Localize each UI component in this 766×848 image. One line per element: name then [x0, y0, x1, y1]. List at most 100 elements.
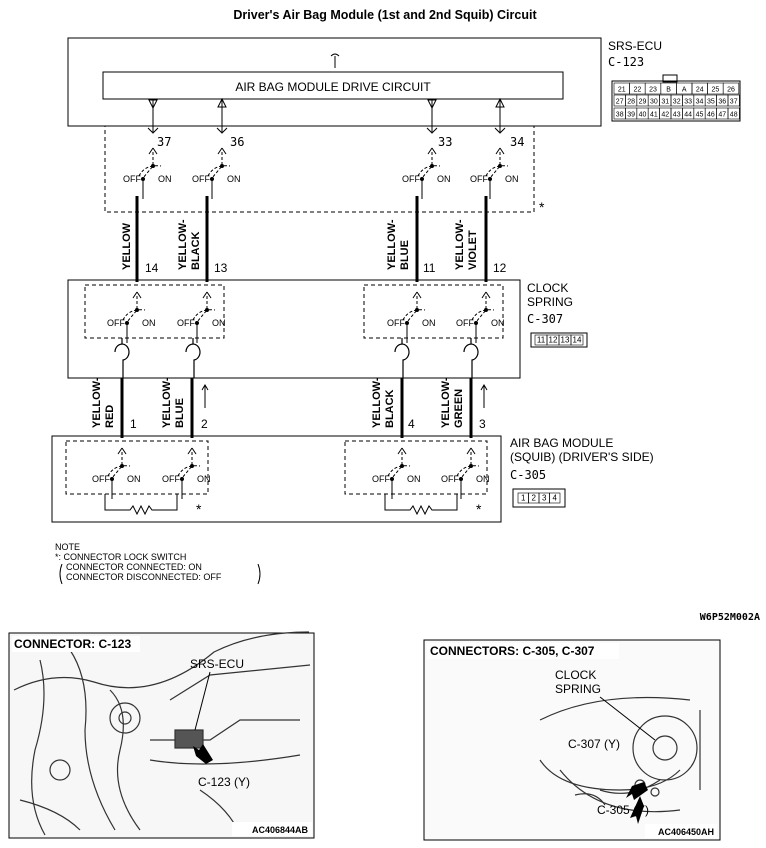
drive-circuit-box: [102, 71, 564, 100]
switch-off-label: OFF: [107, 318, 125, 328]
c123-r2-pin-label: 27: [616, 99, 624, 106]
clock-spring-connector: C-307: [527, 312, 563, 326]
c123-r3-pin-label: 45: [696, 112, 704, 119]
wire-label-yellow-black-4b: BLACK: [384, 389, 396, 428]
cs-left-switch-2: OFF ON: [177, 291, 226, 343]
switch-on-label: ON: [127, 474, 141, 484]
wire-label-yellow-black-4a: YELLOW-: [371, 377, 383, 428]
c307-pin-label: 12: [549, 336, 558, 345]
photo-left-title: CONNECTOR: C-123: [14, 637, 131, 651]
c123-r1-pin-label: 21: [618, 87, 626, 94]
c305-pin-label: 2: [532, 494, 537, 503]
wire-label-yellow-violet-12a: YELLOW-: [454, 219, 466, 270]
clock-terminal-11: 11: [423, 261, 436, 275]
lock-mark: *: [539, 199, 545, 215]
photo-right-c307: C-307 (Y): [568, 737, 620, 751]
clock-spring-name-1: CLOCK: [527, 281, 568, 295]
ecu-terminal-33: 33: [438, 135, 452, 149]
switch-on-label: ON: [407, 474, 421, 484]
c123-r2-pin-label: 35: [707, 99, 715, 106]
c123-r3-pin-label: 41: [650, 112, 658, 119]
airbag-name-2: (SQUIB) (DRIVER'S SIDE): [510, 450, 654, 464]
clock-terminal-13: 13: [214, 261, 228, 275]
switch-on-label: ON: [491, 318, 505, 328]
srs-ecu-box: [67, 37, 602, 127]
airbag-connector: C-305: [510, 468, 546, 482]
c123-r2-pin-label: 33: [684, 99, 692, 106]
switch-on-label: ON: [142, 318, 156, 328]
wire-label-yellow-blue-11a: YELLOW-: [386, 219, 398, 270]
switch-off-label: OFF: [387, 318, 405, 328]
switch-on-label: ON: [437, 174, 451, 184]
c123-r3-pin-label: 43: [673, 112, 681, 119]
switch-on-label: ON: [212, 318, 226, 328]
ecu-terminal-37: 37: [157, 135, 171, 149]
airbag-dashed-right: [344, 440, 488, 495]
switch-off-label: OFF: [123, 174, 141, 184]
c123-r2-pin-label: 28: [627, 99, 635, 106]
switch-off-label: OFF: [402, 174, 420, 184]
photo-right: CONNECTORS: C-305, C-307 CLOCK SPRING C-…: [423, 639, 721, 841]
c123-r3-pin-label: 40: [639, 112, 647, 119]
ecu-terminal-34: 34: [510, 135, 524, 149]
wire-label-yellow-red-1b: RED: [104, 405, 116, 428]
wire-label-yellow-red-1a: YELLOW-: [91, 377, 103, 428]
c305-pin-label: 3: [542, 494, 547, 503]
switch-on-label: ON: [505, 174, 519, 184]
photo-right-code: AC406450AH: [658, 827, 714, 837]
c123-r2-pin-37: [727, 94, 740, 107]
airbag-terminal-1: 1: [130, 417, 137, 431]
ecu-name: SRS-ECU: [608, 39, 662, 53]
ab-right-switch-1: OFF ON: [372, 447, 421, 499]
c123-r1-pin-label: B: [666, 87, 671, 94]
clock-spring-name-2: SPRING: [527, 295, 573, 309]
c307-pin-14: [570, 334, 584, 346]
wire-label-yellow-blue-11b: BLUE: [399, 240, 411, 270]
c123-r2-pin-label: 29: [639, 99, 647, 106]
switch-off-label: OFF: [177, 318, 195, 328]
photo-right-cs1: CLOCK: [555, 668, 596, 682]
photo-left-conn-label: C-123 (Y): [198, 775, 250, 789]
wire-label-yellow-green-3b: GREEN: [453, 389, 465, 428]
ab-left-switch-1: OFF ON: [92, 447, 141, 499]
photo-right-title: CONNECTORS: C-305, C-307: [430, 644, 595, 658]
ecu-right-switch-1: OFF ON: [402, 147, 451, 199]
cs-left-switch-1: OFF ON: [107, 291, 156, 343]
switch-off-label: OFF: [441, 474, 459, 484]
c307-pin-label: 11: [537, 336, 546, 345]
photo-left-ecu-label: SRS-ECU: [190, 657, 244, 671]
wire-label-yellow-blue-2a: YELLOW-: [161, 377, 173, 428]
switch-off-label: OFF: [162, 474, 180, 484]
squib-resistors: [104, 494, 458, 516]
clock-spring-dashed-right: [363, 284, 504, 339]
switch-off-label: OFF: [372, 474, 390, 484]
c305-pin-label: 4: [553, 494, 558, 503]
switch-off-label: OFF: [92, 474, 110, 484]
switch-on-label: ON: [476, 474, 490, 484]
airbag-name-1: AIR BAG MODULE: [510, 436, 613, 450]
c123-r2-pin-label: 30: [650, 99, 658, 106]
diagram-title: Driver's Air Bag Module (1st and 2nd Squ…: [233, 8, 537, 22]
c123-r2-pin-label: 32: [673, 99, 681, 106]
c307-pin-label: 14: [573, 336, 582, 345]
airbag-dashed-left: [65, 440, 209, 495]
airbag-terminal-2: 2: [201, 417, 208, 431]
clock-terminal-12: 12: [493, 261, 507, 275]
ecu-connector-label: C-123: [608, 55, 644, 69]
c123-r1-pin-label: A: [682, 87, 687, 94]
c123-r3-pin-label: 39: [627, 112, 635, 119]
c307-pin-label: 13: [561, 336, 570, 345]
note-line3: CONNECTOR DISCONNECTED: OFF: [66, 572, 222, 582]
switch-on-label: ON: [227, 174, 241, 184]
airbag-module-box: [51, 435, 502, 523]
figure-code: W6P52M002A: [700, 612, 760, 623]
wire-label-yellow-black-13b: BLACK: [190, 231, 202, 270]
